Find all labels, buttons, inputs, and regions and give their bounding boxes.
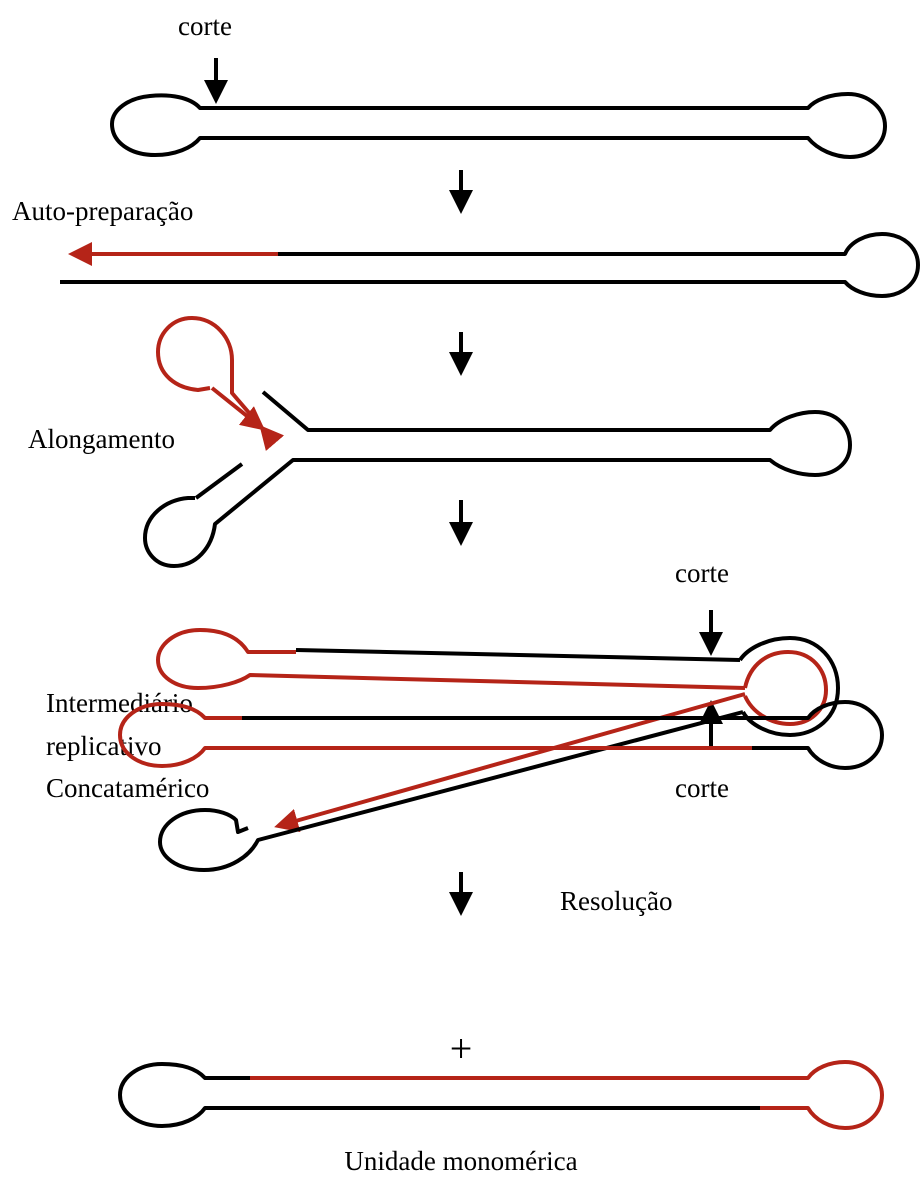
corte-label-lower: corte	[675, 773, 729, 803]
dna-hairpin-stage-1	[112, 94, 885, 157]
intermediario-label-2: replicativo	[46, 731, 161, 761]
stage-2-self-priming: Auto-preparação	[12, 196, 918, 296]
black-lower-arm	[160, 712, 743, 870]
stage-5-product-1	[120, 702, 882, 768]
red-elongation-arrow	[212, 388, 262, 428]
auto-preparacao-label: Auto-preparação	[12, 196, 193, 226]
alongamento-label: Alongamento	[28, 424, 175, 454]
stage-5-product-2	[120, 1062, 882, 1128]
intermediario-label-3: Concatamérico	[46, 773, 209, 803]
red-lower-arm	[278, 694, 745, 826]
black-upper-arm	[296, 650, 740, 660]
plus-sign: +	[450, 1026, 473, 1071]
stage-3-elongation: Alongamento	[28, 318, 850, 566]
corte-label-top: corte	[178, 11, 232, 41]
stage-4-intermediate: corte Intermediário replicativo Concatam…	[46, 558, 838, 870]
red-elongating-loop	[158, 318, 262, 428]
dna-stage-2	[60, 234, 918, 296]
stage-1-hairpin-dna: corte	[112, 11, 885, 157]
gap-strand-stage-3	[196, 464, 242, 498]
resolucao-label: Resolução	[560, 886, 672, 916]
corte-label-upper: corte	[675, 558, 729, 588]
product-2-red-part	[250, 1062, 882, 1128]
product-2-black-part	[120, 1064, 760, 1126]
unidade-monomerica-label: Unidade monomérica	[344, 1146, 577, 1176]
